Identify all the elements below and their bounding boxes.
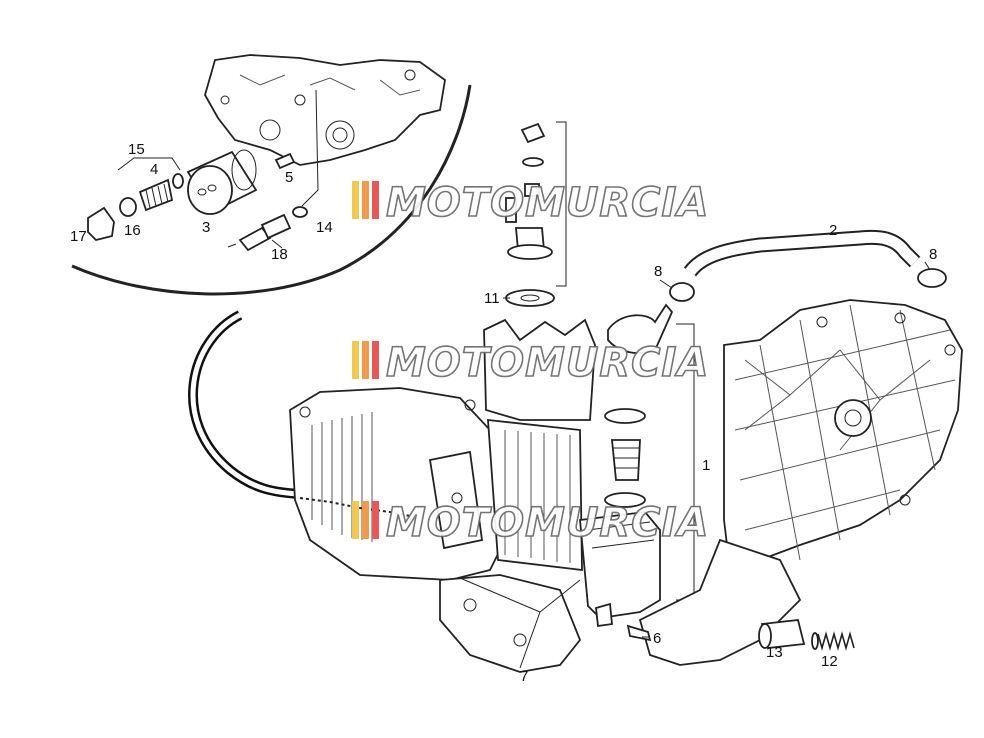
cylinder-head-assembly (289, 318, 596, 673)
watermark-text: MOTOMURCIA (386, 180, 709, 226)
watermark-text: MOTOMURCIA (386, 340, 709, 386)
inset-detail (71, 54, 472, 296)
callout-6: 6 (653, 630, 661, 647)
callout-4: 4 (150, 161, 158, 178)
callout-7: 7 (520, 668, 528, 685)
callout-8-left: 8 (654, 263, 662, 280)
callout-17: 17 (70, 228, 87, 245)
small-bolt (274, 152, 296, 170)
watermark-middle: MOTOMURCIA (352, 339, 709, 387)
inset-engine-block (204, 54, 446, 166)
callout-12: 12 (821, 653, 838, 670)
oil-hose (669, 229, 947, 302)
callout-13: 13 (766, 644, 783, 661)
spacer-bushing (758, 619, 806, 649)
breather-stack (505, 121, 567, 307)
watermark-text: MOTOMURCIA (386, 500, 709, 546)
compression-spring (811, 631, 855, 651)
watermark-bottom: MOTOMURCIA (352, 499, 709, 547)
hose-clamp-right (917, 268, 947, 288)
callout-16: 16 (124, 222, 141, 239)
temperature-sensor (227, 213, 292, 252)
callout-15: 15 (128, 141, 145, 158)
callout-3: 3 (202, 219, 210, 236)
callout-5: 5 (285, 169, 293, 186)
oil-filter-cartridge (186, 149, 258, 215)
callout-18: 18 (271, 246, 288, 263)
breather-box (579, 511, 661, 628)
callout-14: 14 (316, 219, 333, 236)
watermark-top: MOTOMURCIA (352, 179, 709, 227)
callout-11: 11 (484, 290, 500, 307)
hose-clamp-left (669, 282, 695, 302)
sealing-washer (292, 206, 308, 218)
callout-1: 1 (702, 457, 710, 474)
callout-8-right: 8 (929, 246, 937, 263)
drain-plug-assembly (87, 173, 184, 241)
callout-2: 2 (829, 222, 837, 239)
breather-elbow (604, 303, 674, 508)
